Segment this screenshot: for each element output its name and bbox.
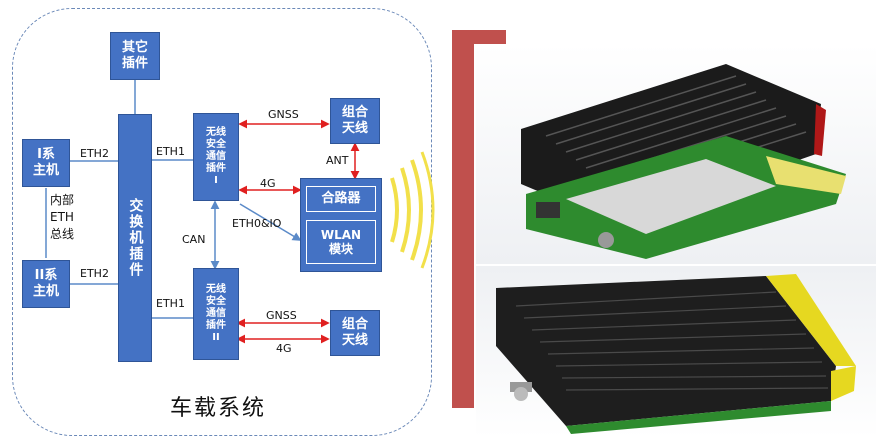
exploded-module-render — [476, 44, 876, 264]
label-can: CAN — [182, 233, 206, 246]
label-ant: ANT — [326, 154, 349, 167]
combiner-label: 合路器 — [321, 191, 361, 207]
arrow-eth0io — [239, 203, 302, 241]
wireless-signal-icon — [390, 151, 435, 269]
label-eth2-bottom: ETH2 — [80, 267, 109, 280]
wireless-plugin-2-box: 无线 安全 通信 插件 II — [193, 268, 239, 360]
wireless-plugin-1-label: 无线 安全 通信 插件 I — [206, 127, 226, 186]
combiner-box: 合路器 — [306, 186, 376, 212]
antenna-2-box: 组合 天线 — [330, 310, 380, 356]
host-2-label: II系 主机 — [32, 268, 59, 299]
other-plugin-box: 其它 插件 — [110, 32, 160, 80]
wireless-plugin-1-box: 无线 安全 通信 插件 I — [193, 113, 239, 201]
label-internal-bus: 内部 ETH 总线 — [50, 193, 75, 241]
host-1-label: I系 主机 — [32, 147, 59, 178]
other-plugin-label: 其它 插件 — [121, 40, 148, 71]
label-eth0-io: ETH0&IO — [232, 217, 282, 230]
label-eth2-top: ETH2 — [80, 147, 109, 160]
diagram-caption: 车载系统 — [170, 396, 267, 421]
antenna-2-label: 组合 天线 — [341, 317, 368, 348]
accent-bar-top — [452, 30, 506, 44]
wlan-module-box: WLAN 模块 — [306, 220, 376, 264]
antenna-1-label: 组合 天线 — [341, 105, 368, 136]
label-4g-top: 4G — [260, 177, 276, 190]
wlan-module-label: WLAN 模块 — [320, 227, 362, 256]
antenna-1-box: 组合 天线 — [330, 98, 380, 144]
host-2-box: II系 主机 — [22, 260, 70, 308]
accent-bar — [452, 30, 474, 408]
switch-plugin-label: 交换机插件 — [127, 198, 144, 278]
assembled-module-render — [476, 266, 876, 438]
label-4g-bottom: 4G — [276, 342, 292, 355]
exploded-module-image — [521, 64, 846, 259]
label-gnss-top: GNSS — [268, 108, 299, 121]
label-gnss-bottom: GNSS — [266, 309, 297, 322]
assembled-module-image — [496, 274, 856, 434]
wireless-plugin-2-label: 无线 安全 通信 插件 II — [206, 284, 226, 343]
label-eth1-bottom: ETH1 — [156, 297, 185, 310]
switch-plugin-box: 交换机插件 — [118, 114, 152, 362]
label-eth1-top: ETH1 — [156, 145, 185, 158]
host-1-box: I系 主机 — [22, 139, 70, 187]
